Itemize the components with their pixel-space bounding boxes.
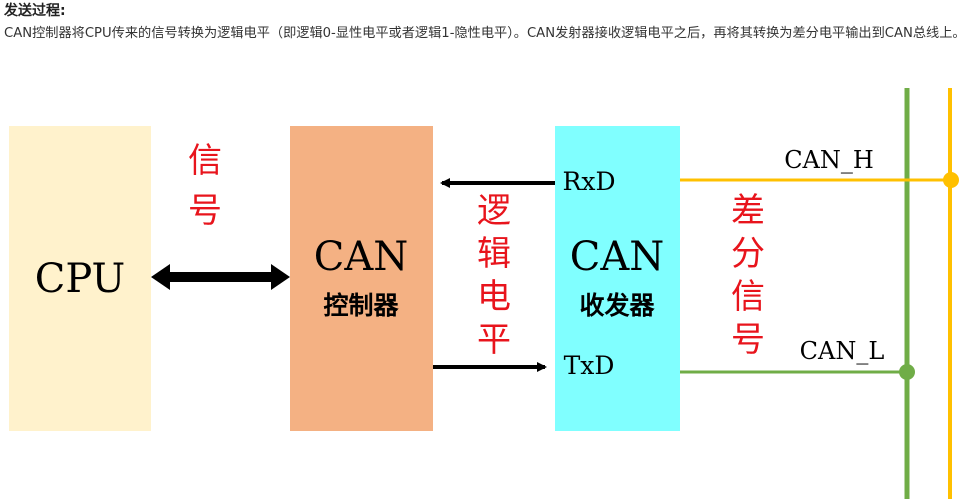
description-paragraph: CAN控制器将CPU传来的信号转换为逻辑电平（即逻辑0-显性电平或者逻辑1-隐性… — [4, 26, 966, 41]
logic-level-char-3: 电 — [477, 277, 511, 317]
can-h-label: CAN_H — [784, 146, 874, 174]
can-h-junction — [943, 172, 959, 188]
signal-label-char-1: 信 — [188, 141, 222, 181]
can-l-label: CAN_L — [800, 337, 885, 365]
diff-signal-char-3: 信 — [731, 277, 765, 317]
diff-signal-char-4: 号 — [731, 320, 765, 360]
transceiver-title: CAN — [570, 234, 665, 280]
cpu-label: CPU — [35, 256, 126, 302]
can-transceiver-box — [555, 126, 680, 431]
logic-level-char-2: 辑 — [477, 234, 511, 274]
can-controller-box — [290, 126, 433, 431]
controller-title: CAN — [314, 234, 409, 280]
cpu-controller-double-arrow — [151, 264, 290, 290]
txd-label: TxD — [564, 351, 615, 380]
controller-subtitle: 控制器 — [323, 291, 399, 320]
rxd-label: RxD — [563, 167, 616, 196]
signal-label-char-2: 号 — [188, 191, 222, 231]
diff-signal-char-1: 差 — [731, 191, 765, 231]
logic-level-char-1: 逻 — [477, 191, 511, 231]
can-l-junction — [899, 364, 915, 380]
transceiver-subtitle: 收发器 — [579, 291, 655, 320]
section-title: 发送过程: — [4, 3, 66, 19]
cpu-box — [9, 126, 151, 431]
logic-level-char-4: 平 — [477, 320, 511, 360]
diff-signal-char-2: 分 — [731, 234, 765, 274]
